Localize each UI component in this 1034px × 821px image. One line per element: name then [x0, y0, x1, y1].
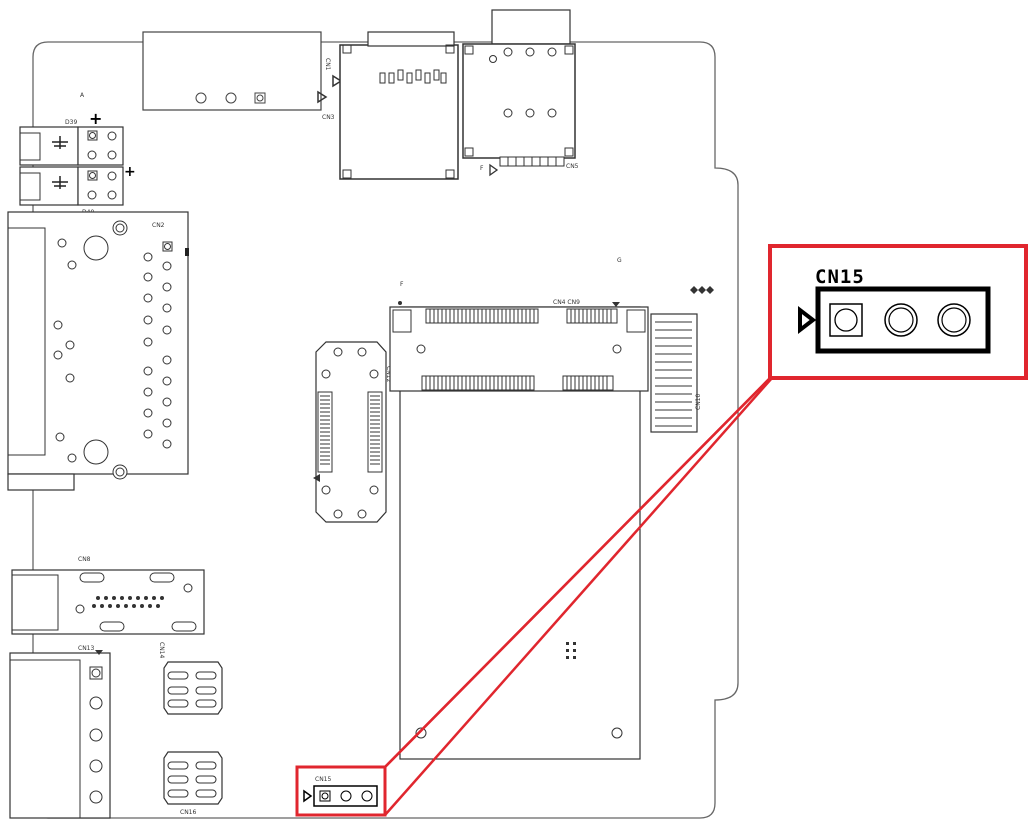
cn15-connector-zoom [798, 286, 991, 354]
led-block-d40 [19, 166, 124, 206]
triangle-pin1-icon [332, 74, 343, 88]
cn14-connector [163, 661, 223, 715]
cn2-connector [7, 211, 189, 491]
triangle-pin1-icon [489, 163, 499, 177]
triangle-pin1-icon [317, 90, 328, 104]
label-d39: D39 [65, 119, 77, 126]
cn15-connector-small [303, 785, 378, 807]
label-cn13: CN13 [78, 645, 94, 652]
label-cn1: CN1 [324, 58, 331, 71]
top-connector-block [142, 31, 328, 111]
cn16-connector [163, 751, 223, 805]
label-cn15-zoom: CN15 [815, 266, 865, 288]
triangle-pin1-icon [303, 789, 313, 803]
label-cn12: CN12 [385, 366, 392, 382]
cn12-connector [313, 341, 387, 523]
highlight-box-zoom [768, 244, 1028, 380]
cn13-terminal [9, 650, 111, 819]
plus-sign-d40: + [124, 164, 136, 180]
label-cn3: CN3 [322, 114, 335, 121]
label-cn14: CN14 [158, 642, 165, 658]
sim-connector [462, 9, 576, 177]
label-f-top: F [480, 165, 484, 172]
label-g: G [617, 257, 622, 264]
label-cn16: CN16 [180, 809, 196, 816]
label-cn15-small: CN15 [315, 776, 331, 783]
triangle-pin1-icon [798, 305, 817, 335]
label-cn8: CN8 [78, 556, 91, 563]
label-cn4-cn9: CN4 CN9 [553, 299, 580, 306]
led-block-d39 [19, 126, 124, 166]
cn8-connector [11, 569, 205, 635]
mini-pcie-module [389, 301, 649, 760]
cn10-connector [650, 286, 714, 433]
label-f-mid: F [400, 281, 404, 288]
label-a: A [80, 92, 85, 99]
label-cn2: CN2 [152, 222, 165, 229]
callout-line-bottom [384, 377, 773, 816]
sd-slot-connector [339, 31, 459, 180]
highlight-box-small [295, 765, 387, 817]
plus-sign-d39: + [89, 109, 102, 128]
label-cn5: CN5 [566, 163, 579, 170]
callout-line-right [384, 375, 773, 768]
label-cn10: CN10 [695, 394, 702, 410]
